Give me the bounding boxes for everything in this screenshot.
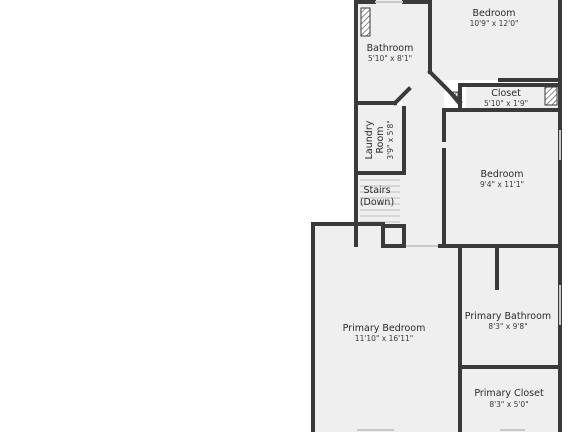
- room-name-closet: Closet: [491, 88, 521, 99]
- floor-primary-closet: [460, 369, 560, 432]
- floor-primary-bathroom: [460, 248, 560, 366]
- room-name-laundry-line-1: Laundry: [364, 120, 375, 159]
- laundry-label: Laundry Room 3'9" x 5'8": [364, 120, 395, 159]
- floor-closet: [466, 85, 560, 108]
- room-dims-laundry: 3'9" x 5'8": [386, 120, 395, 159]
- room-dims-bathroom: 5'10" x 8'1": [368, 54, 412, 63]
- room-name-stairs-line-1: Stairs: [363, 185, 390, 196]
- room-name-bathroom: Bathroom: [367, 43, 414, 54]
- room-labels: Bedroom 10'9" x 12'0" Bathroom 5'10" x 8…: [343, 8, 552, 409]
- floor-primary-bedroom: [315, 226, 460, 432]
- room-name-bedroom-top: Bedroom: [473, 8, 516, 19]
- stair-treads: [360, 179, 400, 223]
- room-dims-primary-bathroom: 8'3" x 9'8": [488, 322, 527, 331]
- floor-bedroom-top: [430, 0, 560, 80]
- room-dims-primary-bedroom: 11'10" x 16'11": [355, 334, 413, 343]
- room-name-primary-bedroom: Primary Bedroom: [343, 323, 426, 334]
- hatch-closet: [544, 86, 558, 106]
- room-dims-closet: 5'10" x 1'9": [484, 99, 528, 108]
- room-dims-bedroom-top: 10'9" x 12'0": [470, 19, 519, 28]
- floor-bedroom-mid: [444, 110, 560, 245]
- floor-hallway: [402, 80, 444, 245]
- room-name-bedroom-mid: Bedroom: [481, 169, 524, 180]
- room-dims-primary-closet: 8'3" x 5'0": [489, 400, 528, 409]
- room-name-stairs-line-2: (Down): [360, 197, 394, 208]
- walls: [311, 0, 562, 432]
- room-name-primary-bathroom: Primary Bathroom: [465, 311, 551, 322]
- windows: [357, 1, 561, 431]
- floor-laundry: [358, 105, 402, 172]
- hatched-walls: [360, 7, 558, 106]
- room-floors: [315, 0, 560, 432]
- room-name-primary-closet: Primary Closet: [474, 388, 544, 399]
- hatch-bathroom: [360, 7, 371, 37]
- room-name-laundry-line-2: Room: [375, 126, 386, 153]
- room-dims-bedroom-mid: 9'4" x 11'1": [480, 180, 524, 189]
